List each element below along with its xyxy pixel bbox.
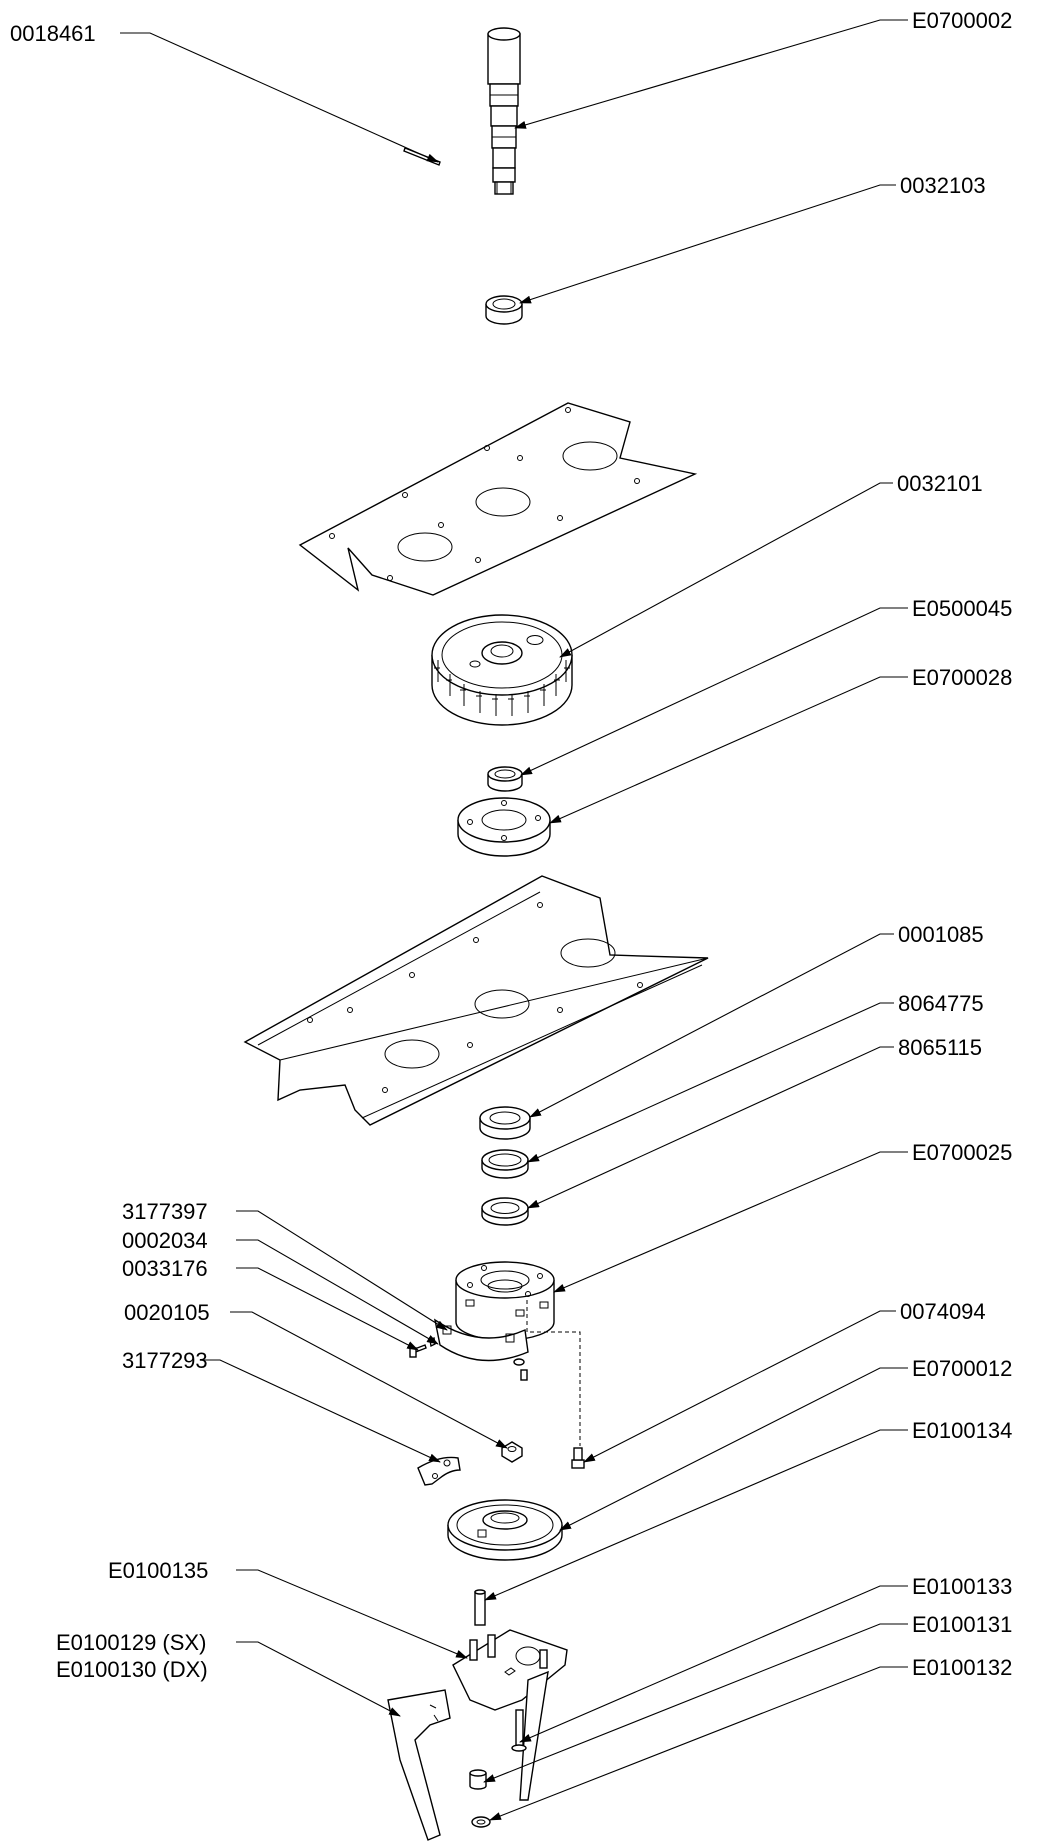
label-0032101: 0032101: [897, 471, 983, 496]
label-0020105: 0020105: [124, 1300, 210, 1325]
label-e0700012: E0700012: [912, 1356, 1012, 1381]
gear-part: [431, 614, 573, 726]
label-e0100135: E0100135: [108, 1558, 208, 1583]
flange-part: [457, 797, 551, 857]
housing-part: [455, 1261, 555, 1341]
label-e0100134: E0100134: [912, 1418, 1012, 1443]
bolt-part: [511, 1709, 527, 1752]
label-e0100133: E0100133: [912, 1574, 1012, 1599]
clip-part: [471, 1816, 491, 1828]
label-e0700028: E0700028: [912, 665, 1012, 690]
label-0033176: 0033176: [122, 1256, 208, 1281]
bushing-part: [469, 1769, 487, 1790]
label-3177293: 3177293: [122, 1348, 208, 1373]
shaft-part: [487, 27, 521, 195]
label-e0500045: E0500045: [912, 596, 1012, 621]
label-e0700025: E0700025: [912, 1140, 1012, 1165]
label-0002034: 0002034: [122, 1228, 208, 1253]
label-0074094: 0074094: [900, 1299, 986, 1324]
label-3177397: 3177397: [122, 1199, 208, 1224]
leader-lines: [120, 19, 908, 1821]
label-e0100131: E0100131: [912, 1612, 1012, 1637]
seal-ring-part: [481, 1149, 529, 1179]
label-0032103: 0032103: [900, 173, 986, 198]
bearing-cup-part: [485, 295, 523, 325]
label-8064775: 8064775: [898, 991, 984, 1016]
part-labels: 0018461 E0700002 0032103 0032101 E050004…: [10, 8, 1012, 1682]
label-0018461: 0018461: [10, 21, 96, 46]
bearing-cup-2-part: [487, 766, 523, 792]
ball-bearing-part: [479, 1106, 531, 1140]
label-8065115: 8065115: [898, 1035, 982, 1060]
pin-part: [403, 147, 441, 166]
lower-plate-part: [243, 875, 709, 1126]
upper-plate-part: [298, 402, 698, 596]
label-0001085: 0001085: [898, 922, 984, 947]
nut-part: [501, 1441, 523, 1463]
label-e0100130-dx: E0100130 (DX): [56, 1657, 208, 1682]
seal-ring-2-part: [481, 1197, 529, 1226]
washer-bolt-part: [513, 1358, 528, 1381]
label-e0700002: E0700002: [912, 8, 1012, 33]
screw-part: [571, 1447, 585, 1469]
knife-part: [387, 1689, 451, 1841]
hub-part: [447, 1499, 563, 1561]
label-e0100129-sx: E0100129 (SX): [56, 1630, 206, 1655]
label-e0100132: E0100132: [912, 1655, 1012, 1680]
guide-line: [526, 1300, 581, 1446]
pin-2-part: [474, 1589, 486, 1626]
